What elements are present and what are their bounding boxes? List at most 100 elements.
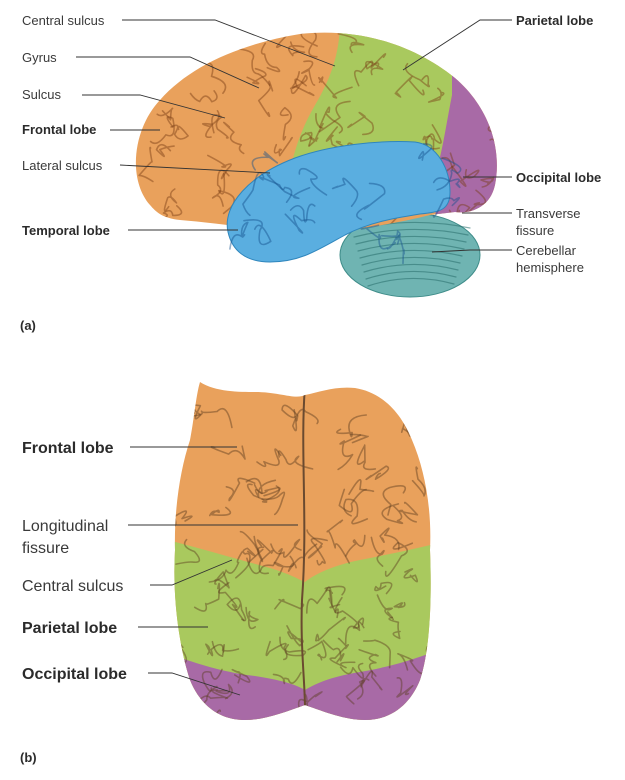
gyrus-fold: [245, 606, 259, 630]
gyrus-fold: [149, 116, 175, 145]
panel-tag-b: (b): [20, 750, 37, 765]
gyrus-fold: [487, 114, 497, 133]
gyrus-fold: [325, 586, 341, 609]
gyrus-fold: [193, 582, 221, 612]
gyrus-fold: [337, 621, 365, 647]
gyrus-fold: [253, 484, 281, 497]
gyrus-fold: [432, 196, 461, 218]
gyrus-fold: [287, 41, 306, 57]
gyrus-fold: [289, 203, 316, 223]
gyrus-fold: [211, 169, 230, 207]
gyrus-fold: [384, 541, 414, 577]
cerebellar-folium: [361, 256, 461, 266]
gyrus-fold: [381, 230, 401, 250]
gyrus-fold: [415, 688, 431, 708]
gyrus-fold: [239, 530, 269, 575]
gyrus-fold: [399, 501, 419, 523]
cerebellar-folium: [357, 242, 465, 252]
gyrus-fold: [163, 188, 178, 212]
gyrus-fold: [273, 136, 293, 157]
gyrus-fold: [365, 60, 384, 76]
gyrus-fold: [217, 173, 235, 215]
gyrus-fold: [246, 483, 281, 503]
gyrus-fold: [354, 53, 387, 87]
gyrus-fold: [381, 503, 404, 525]
gyrus-fold: [388, 616, 401, 640]
lateral-view-panel: Central sulcus Gyrus Sulcus Frontal lobe…: [20, 13, 601, 333]
gyrus-fold: [265, 640, 288, 661]
cerebellar-folium: [355, 235, 467, 245]
label-cerebellar-hemisphere-2: hemisphere: [516, 260, 584, 275]
gyrus-fold: [274, 598, 305, 610]
gyrus-fold: [382, 485, 407, 516]
gyrus-fold: [337, 434, 362, 471]
gyrus-fold: [242, 171, 265, 217]
gyrus-fold: [356, 182, 386, 221]
gyrus-fold: [374, 581, 393, 595]
gyrus-fold: [266, 173, 311, 200]
lateral-leader-lines: [76, 19, 512, 253]
gyrus-fold: [243, 219, 272, 246]
gyrus-fold: [376, 594, 394, 621]
gyrus-fold: [370, 536, 385, 567]
gyrus-fold: [393, 601, 406, 609]
gyrus-fold: [270, 538, 302, 558]
gyrus-fold: [156, 107, 174, 121]
label-occipital-lobe-b: Occipital lobe: [22, 666, 127, 683]
gyrus-fold: [329, 644, 356, 669]
gyrus-fold: [287, 543, 318, 572]
gyrus-fold: [479, 38, 497, 68]
label-longitudinal-fissure-1: Longitudinal: [22, 518, 108, 535]
gyrus-fold: [306, 585, 346, 614]
gyrus-fold: [209, 506, 232, 517]
gyrus-fold: [261, 491, 286, 516]
gyrus-fold: [205, 643, 225, 657]
cerebellar-folium: [363, 263, 459, 273]
gyrus-fold: [194, 33, 214, 55]
gyrus-fold: [211, 114, 229, 139]
gyrus-fold: [350, 433, 369, 444]
label-lateral-sulcus: Lateral sulcus: [22, 158, 103, 173]
gyrus-fold: [201, 668, 223, 692]
superior-leader-lines: [128, 446, 298, 696]
gyrus-fold: [459, 63, 481, 90]
gyrus-fold: [432, 177, 461, 189]
gyrus-fold: [210, 445, 246, 460]
cerebellar-folium: [365, 270, 457, 280]
gyrus-fold: [245, 477, 277, 498]
gyrus-fold: [201, 709, 222, 720]
gyrus-fold: [236, 48, 271, 86]
gyrus-fold: [425, 620, 431, 653]
gyrus-fold: [277, 450, 314, 470]
gyrus-fold: [360, 670, 383, 691]
gyrus-fold: [272, 671, 302, 685]
gyrus-fold: [218, 581, 245, 622]
label-frontal-lobe-a: Frontal lobe: [22, 122, 96, 137]
superior-hemispheres: [174, 382, 431, 720]
gyrus-fold: [331, 177, 359, 207]
gyrus-fold: [208, 551, 243, 583]
gyrus-fold: [360, 224, 388, 250]
gyrus-fold: [358, 648, 379, 677]
gyrus-fold: [284, 213, 316, 234]
gyrus-fold: [226, 597, 247, 622]
gyrus-fold: [256, 539, 274, 561]
label-temporal-lobe: Temporal lobe: [22, 223, 110, 238]
gyrus-fold: [279, 106, 292, 141]
gyrus-fold: [310, 537, 328, 566]
gyrus-fold: [322, 639, 345, 663]
gyrus-fold: [394, 76, 425, 98]
gyrus-fold: [235, 535, 264, 579]
label-transverse-fissure-2: fissure: [516, 223, 554, 238]
gyrus-fold: [300, 32, 318, 58]
gyrus-fold: [326, 519, 350, 564]
gyrus-fold: [258, 176, 293, 203]
gyrus-fold: [347, 111, 375, 136]
gyrus-fold: [174, 391, 196, 414]
gyrus-fold: [292, 408, 319, 432]
longitudinal-fissure-line: [300, 385, 307, 719]
gyrus-fold: [251, 151, 279, 171]
gyrus-fold: [427, 87, 445, 103]
gyrus-fold: [339, 662, 365, 679]
